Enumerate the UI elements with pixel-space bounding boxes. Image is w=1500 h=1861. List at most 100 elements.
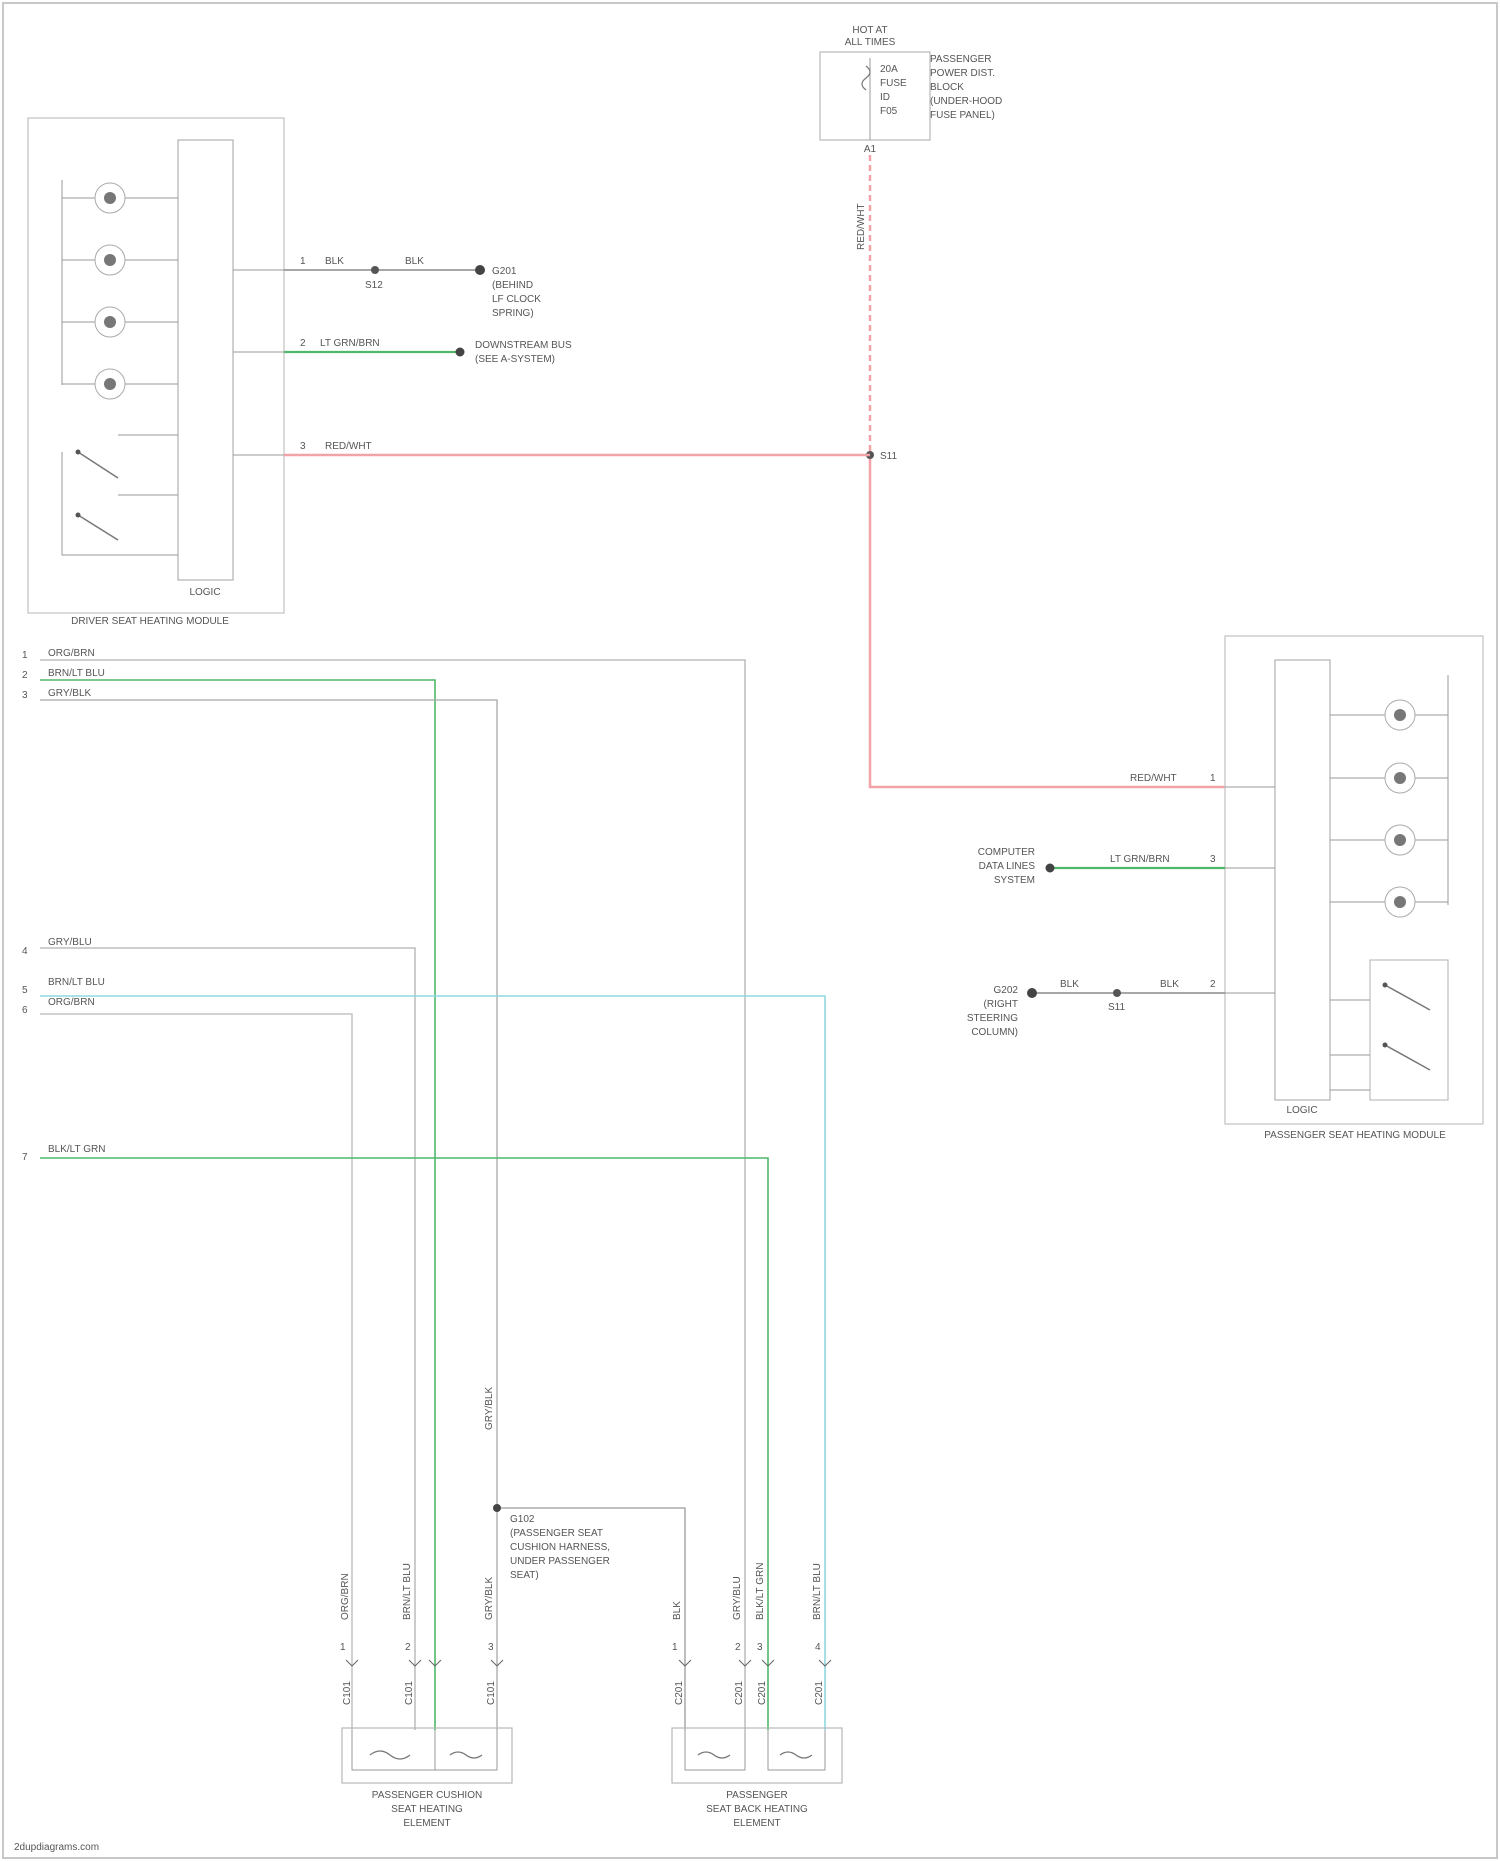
connector-wire-label: GRY/BLK xyxy=(484,1577,495,1620)
passenger-logic-label: LOGIC xyxy=(1286,1105,1317,1116)
led-icon xyxy=(62,307,178,337)
driver-ground-4: SPRING) xyxy=(492,308,534,319)
connector-term: C201 xyxy=(674,1681,685,1705)
ground-splice-text-1: G102 xyxy=(510,1514,535,1525)
heater-coil-icon xyxy=(450,1752,482,1758)
left-wire-label: BLK/LT GRN xyxy=(48,1144,105,1155)
left-wire-pin: 3 xyxy=(22,690,28,701)
fuse-title-1: HOT AT xyxy=(852,25,887,36)
wire-brn-ltblu-5 xyxy=(40,996,825,1730)
fuse-num: F05 xyxy=(880,106,898,117)
fuse-id: ID xyxy=(880,92,890,103)
connector-pin: 4 xyxy=(815,1642,821,1653)
heater-coil-icon xyxy=(370,1751,410,1759)
passenger-logic-box xyxy=(1275,660,1330,1100)
heater-coil-icon xyxy=(698,1752,730,1758)
cushion-element-label-3: ELEMENT xyxy=(403,1818,450,1829)
cushion-element-label-2: SEAT HEATING xyxy=(391,1804,463,1815)
connector-term: C201 xyxy=(734,1681,745,1705)
ground-splice-text-2: (PASSENGER SEAT xyxy=(510,1528,603,1539)
fuse-desc-3: BLOCK xyxy=(930,82,964,93)
heater-coil-icon xyxy=(780,1752,812,1758)
back-element-label-2: SEAT BACK HEATING xyxy=(706,1804,808,1815)
connector-term: C201 xyxy=(814,1681,825,1705)
wire-gry-blk-3 xyxy=(40,700,497,1730)
left-wire-pin: 2 xyxy=(22,670,28,681)
fuse-icon xyxy=(862,66,870,90)
passenger-ground-label: BLK xyxy=(1060,979,1079,990)
left-wire-pin: 6 xyxy=(22,1005,28,1016)
wire-org-brn-1 xyxy=(40,660,745,1570)
driver-logic-box xyxy=(178,140,233,580)
driver-wire-3-pin: 3 xyxy=(300,441,306,452)
driver-ground-3: LF CLOCK xyxy=(492,294,541,305)
connector-pin: 1 xyxy=(672,1642,678,1653)
connector-markers xyxy=(346,1660,831,1666)
back-element-label-1: PASSENGER xyxy=(726,1790,788,1801)
led-icon xyxy=(62,369,178,399)
vertical-gry-blk-label: GRY/BLK xyxy=(484,1387,495,1430)
wire-org-brn-6 xyxy=(40,1014,352,1730)
left-wire-label: ORG/BRN xyxy=(48,997,95,1008)
connector-pin: 2 xyxy=(405,1642,411,1653)
left-wire-label: GRY/BLU xyxy=(48,937,92,948)
passenger-green-pin: 3 xyxy=(1210,854,1216,865)
passenger-module-name: PASSENGER SEAT HEATING MODULE xyxy=(1264,1130,1446,1141)
passenger-red-label: RED/WHT xyxy=(1130,773,1177,784)
wire-blk-ltgrn-7 xyxy=(40,1158,768,1730)
switch-icon xyxy=(62,435,178,555)
back-heating-element: PASSENGER SEAT BACK HEATING ELEMENT xyxy=(672,1728,842,1829)
connector-wire-label: BRN/LT BLU xyxy=(812,1563,823,1620)
ground-icon xyxy=(1027,988,1037,998)
led-icon xyxy=(62,183,178,213)
driver-wire-1-label: BLK xyxy=(325,256,344,267)
wire-gry-blu-4 xyxy=(40,948,415,1730)
passenger-green-label: LT GRN/BRN xyxy=(1110,854,1170,865)
passenger-ground-pin: 2 xyxy=(1210,979,1216,990)
ground-splice-dot xyxy=(493,1504,501,1512)
passenger-red-pin: 1 xyxy=(1210,773,1216,784)
back-element-label-3: ELEMENT xyxy=(733,1818,780,1829)
driver-wire-2-pin: 2 xyxy=(300,338,306,349)
led-icon xyxy=(1330,700,1448,730)
ground-splice-text-3: CUSHION HARNESS, xyxy=(510,1542,610,1553)
passenger-ground-label2: BLK xyxy=(1160,979,1179,990)
led-icon xyxy=(1330,763,1448,793)
wire-brn-ltblu-2 xyxy=(40,680,435,1730)
left-wire-pin: 7 xyxy=(22,1152,28,1163)
led-icon xyxy=(62,245,178,275)
passenger-ground-dest-4: COLUMN) xyxy=(971,1027,1018,1038)
connector-pin: 1 xyxy=(340,1642,346,1653)
passenger-green-dest-3: SYSTEM xyxy=(994,875,1035,886)
connector-term: C201 xyxy=(757,1681,768,1705)
fuse-desc-5: FUSE PANEL) xyxy=(930,110,995,121)
fuse-box-outline xyxy=(820,52,930,140)
ground-icon xyxy=(475,265,485,275)
driver-wire-1-splice: S12 xyxy=(365,280,383,291)
connector-pin: 3 xyxy=(757,1642,763,1653)
cushion-connector-labels: ORG/BRN BRN/LT BLU GRY/BLK 1 2 3 C101 C1… xyxy=(340,1563,497,1705)
driver-wire-1-pin: 1 xyxy=(300,256,306,267)
fuse-title-2: ALL TIMES xyxy=(845,37,896,48)
fuse-box: HOT AT ALL TIMES 20A FUSE ID F05 PASSENG… xyxy=(820,25,1002,155)
connector-pin: 3 xyxy=(488,1642,494,1653)
cushion-element-label-1: PASSENGER CUSHION xyxy=(372,1790,482,1801)
cushion-heating-element: PASSENGER CUSHION SEAT HEATING ELEMENT xyxy=(342,1728,512,1829)
fuse-desc-2: POWER DIST. xyxy=(930,68,995,79)
driver-green-dest-2: (SEE A-SYSTEM) xyxy=(475,354,555,365)
passenger-seat-heating-module: LOGIC PASSENGER SEAT HEATING MODULE xyxy=(1225,636,1483,1141)
left-wire-pin: 5 xyxy=(22,985,28,996)
passenger-green-dest-2: DATA LINES xyxy=(979,861,1036,872)
driver-wire-3-label: RED/WHT xyxy=(325,441,372,452)
left-wire-label: BRN/LT BLU xyxy=(48,977,105,988)
driver-logic-label: LOGIC xyxy=(189,587,220,598)
driver-wire-2-label: LT GRN/BRN xyxy=(320,338,380,349)
footer-watermark: 2dupdiagrams.com xyxy=(14,1842,99,1853)
led-icon xyxy=(1330,887,1448,917)
left-wire-label: GRY/BLK xyxy=(48,688,91,699)
connector-term: C101 xyxy=(342,1681,353,1705)
fuse-desc-1: PASSENGER xyxy=(930,54,992,65)
driver-module-name: DRIVER SEAT HEATING MODULE xyxy=(71,616,229,627)
passenger-ground-dest-1: G202 xyxy=(994,985,1019,996)
